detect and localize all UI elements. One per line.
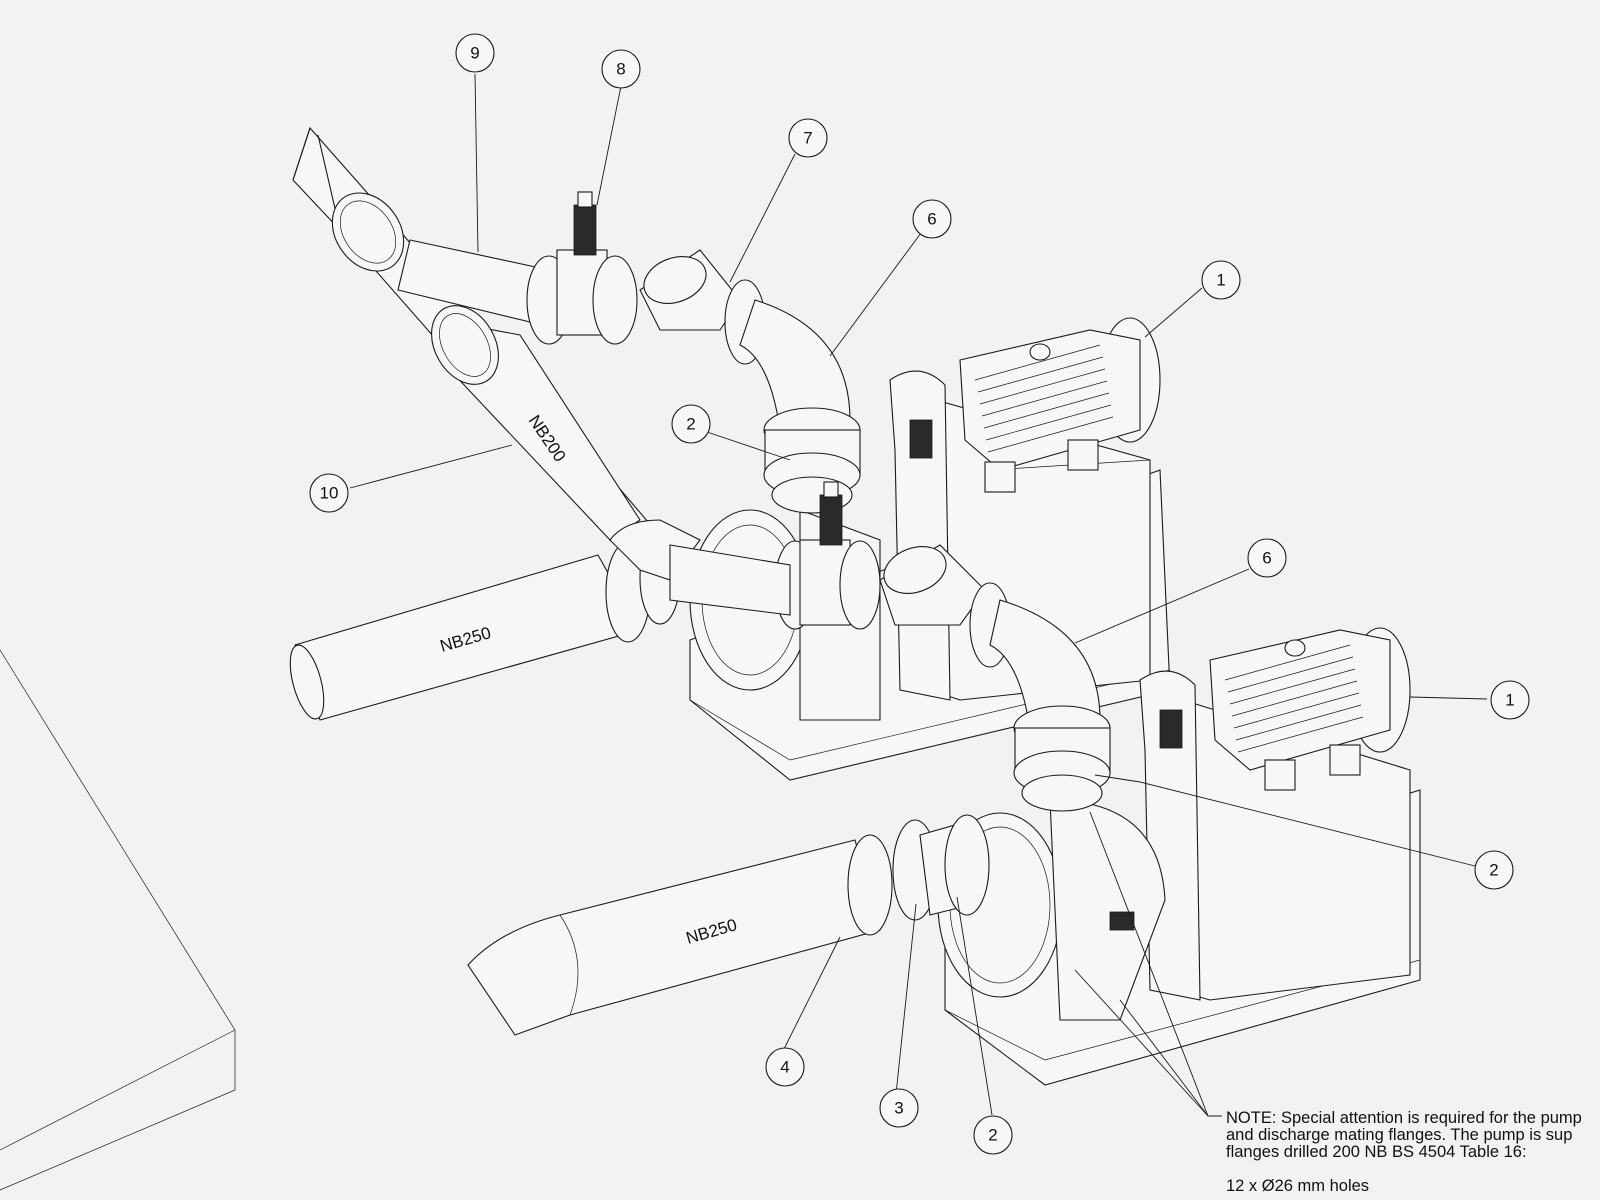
item-balloon-1-upper: 1: [1201, 260, 1241, 300]
suction-pipe-lower: [467, 814, 990, 1036]
balloon-label: 4: [780, 1058, 789, 1077]
balloon-label: 1: [1216, 271, 1225, 290]
gate-valve-upper: [526, 191, 638, 345]
pump-set-lower: [937, 627, 1421, 1086]
balloon-label: 2: [1489, 861, 1498, 880]
sump-slab-outline: [0, 649, 236, 1191]
balloon-label: 6: [1262, 549, 1271, 568]
item-balloon-2-lower: 2: [973, 1115, 1013, 1155]
balloon-label: 8: [616, 60, 625, 79]
item-balloon-2-lower-right: 2: [1474, 850, 1514, 890]
balloon-label: 2: [988, 1126, 997, 1145]
item-balloon-3: 3: [879, 1088, 919, 1128]
note-spacer: [1226, 1161, 1600, 1178]
item-balloon-2-upper: 2: [671, 404, 711, 444]
leader-lines: [349, 73, 1488, 1117]
discharge-header-pipe: [292, 126, 661, 561]
item-balloon-1-lower: 1: [1490, 680, 1530, 720]
balloon-label: 1: [1505, 691, 1514, 710]
note-line-2: and discharge mating flanges. The pump i…: [1226, 1126, 1573, 1144]
note-line-1: NOTE: Special attention is required for …: [1226, 1110, 1582, 1127]
item-balloon-6-upper: 6: [912, 199, 952, 239]
balloon-label: 10: [320, 484, 339, 503]
item-balloon-9: 9: [455, 33, 495, 73]
item-balloon-8: 8: [601, 49, 641, 89]
gate-valve-lower: [669, 481, 881, 630]
balloon-label: 2: [686, 415, 695, 434]
installation-note: NOTE: Special attention is required for …: [1226, 1110, 1600, 1195]
balloon-label: 6: [927, 210, 936, 229]
item-balloon-4: 4: [765, 1047, 805, 1087]
item-balloon-7: 7: [788, 118, 828, 158]
balloon-label: 3: [894, 1099, 903, 1118]
item-balloon-10: 10: [309, 473, 349, 513]
note-line-3: flanges drilled 200 NB BS 4504 Table 16:: [1226, 1143, 1527, 1161]
suction-pipe-upper: [289, 519, 701, 721]
item-balloon-6-lower: 6: [1247, 538, 1287, 578]
balloon-label: 7: [803, 129, 812, 148]
note-line-4: 12 x Ø26 mm holes: [1226, 1177, 1370, 1195]
balloon-label: 9: [470, 44, 479, 63]
